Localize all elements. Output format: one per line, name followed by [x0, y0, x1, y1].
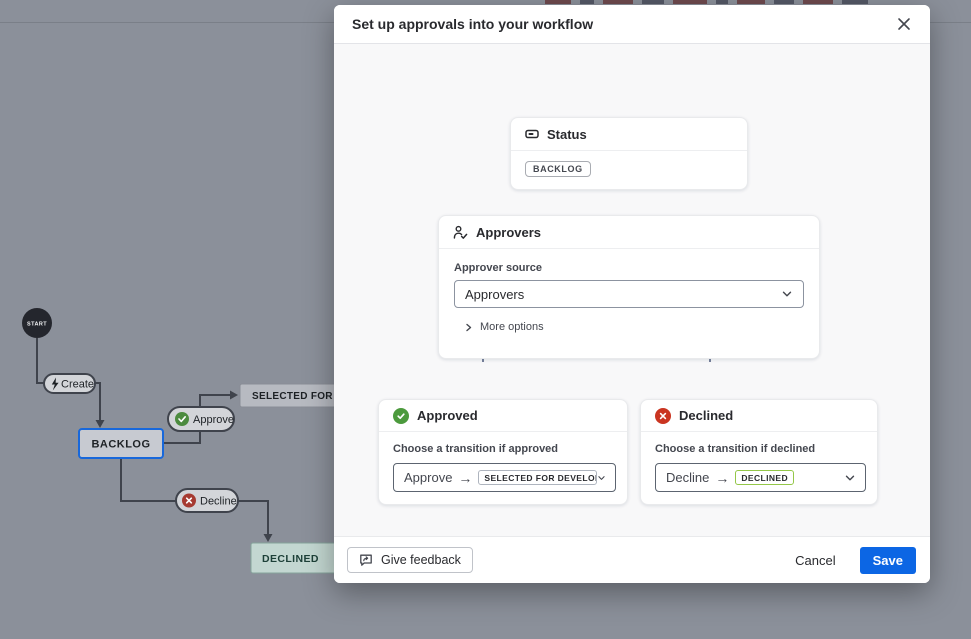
approvers-card-header: Approvers: [439, 216, 819, 249]
close-icon: [898, 18, 910, 30]
diagram-transition-create: Create: [43, 373, 96, 394]
transition-arrow-icon: →: [715, 469, 730, 486]
backlog-node-label: BACKLOG: [91, 439, 150, 451]
approve-check-icon: [175, 412, 189, 426]
more-options-toggle[interactable]: More options: [464, 321, 804, 333]
chevron-down-icon: [598, 475, 605, 480]
declined-card-header: Declined: [641, 400, 877, 432]
approvers-icon: [453, 225, 468, 239]
lightning-icon: [51, 377, 59, 391]
decline-transition-label: Decline: [200, 496, 237, 508]
declined-node-label: DECLINED: [262, 553, 319, 565]
approvers-card: Approvers Approver source Approvers More…: [438, 215, 820, 359]
modal-body: Status BACKLOG Approvers Approver source…: [334, 44, 930, 536]
status-card-title: Status: [547, 126, 587, 142]
approved-transition-label: Choose a transition if approved: [393, 443, 559, 455]
declined-transition-label: Choose a transition if declined: [655, 443, 816, 455]
approved-target-status-badge: SELECTED FOR DEVELOPMENT: [478, 470, 598, 485]
declined-transition-select[interactable]: Decline → DECLINED: [655, 463, 866, 492]
diagram-node-backlog: BACKLOG: [78, 428, 164, 459]
feedback-icon: [360, 554, 372, 566]
diagram-node-selected-for-development: SELECTED FOR D: [239, 383, 361, 408]
cancel-button[interactable]: Cancel: [795, 552, 836, 568]
approve-transition-label: Approve: [193, 414, 234, 426]
diagram-arrowheads: [95, 390, 273, 542]
start-node-label: START: [27, 322, 47, 328]
approvers-card-title: Approvers: [476, 224, 542, 240]
chevron-right-icon: [466, 323, 472, 331]
close-button[interactable]: [892, 12, 916, 36]
chevron-down-icon: [782, 291, 792, 297]
declined-card: Declined Choose a transition if declined…: [640, 399, 878, 505]
selected-node-label: SELECTED FOR D: [252, 391, 343, 402]
approver-source-value: Approvers: [465, 286, 525, 302]
modal-header: Set up approvals into your workflow: [334, 5, 930, 44]
modal-title: Set up approvals into your workflow: [352, 16, 594, 32]
approved-card: Approved Choose a transition if approved…: [378, 399, 628, 505]
diagram-transition-decline: Decline: [175, 488, 239, 513]
status-card: Status BACKLOG: [510, 117, 748, 190]
diagram-node-start: START: [22, 308, 52, 338]
give-feedback-button[interactable]: Give feedback: [347, 547, 473, 573]
approver-source-label: Approver source: [454, 262, 543, 274]
clipped-background-text: [545, 0, 868, 4]
approved-check-icon: [393, 407, 409, 424]
approvals-modal: Set up approvals into your workflow St: [334, 5, 930, 583]
approved-card-header: Approved: [379, 400, 627, 432]
approver-source-select[interactable]: Approvers: [454, 280, 804, 308]
status-card-header: Status: [511, 118, 747, 151]
create-transition-label: Create: [61, 379, 94, 391]
declined-card-title: Declined: [679, 408, 734, 423]
give-feedback-label: Give feedback: [381, 553, 461, 567]
chevron-down-icon: [845, 475, 855, 480]
status-badge-backlog: BACKLOG: [525, 161, 591, 177]
transition-arrow-icon: →: [458, 469, 473, 486]
approved-card-title: Approved: [417, 408, 478, 423]
diagram-transition-approve: Approve: [167, 406, 235, 432]
status-icon: [525, 129, 539, 139]
declined-x-icon: [655, 407, 671, 424]
approved-transition-name: Approve: [404, 470, 453, 485]
more-options-label: More options: [480, 321, 544, 333]
approved-transition-select[interactable]: Approve → SELECTED FOR DEVELOPMENT: [393, 463, 616, 492]
declined-target-status-badge: DECLINED: [735, 470, 795, 485]
save-button[interactable]: Save: [859, 546, 916, 574]
declined-transition-name: Decline: [666, 470, 710, 485]
modal-footer: Give feedback Cancel Save: [334, 536, 930, 583]
